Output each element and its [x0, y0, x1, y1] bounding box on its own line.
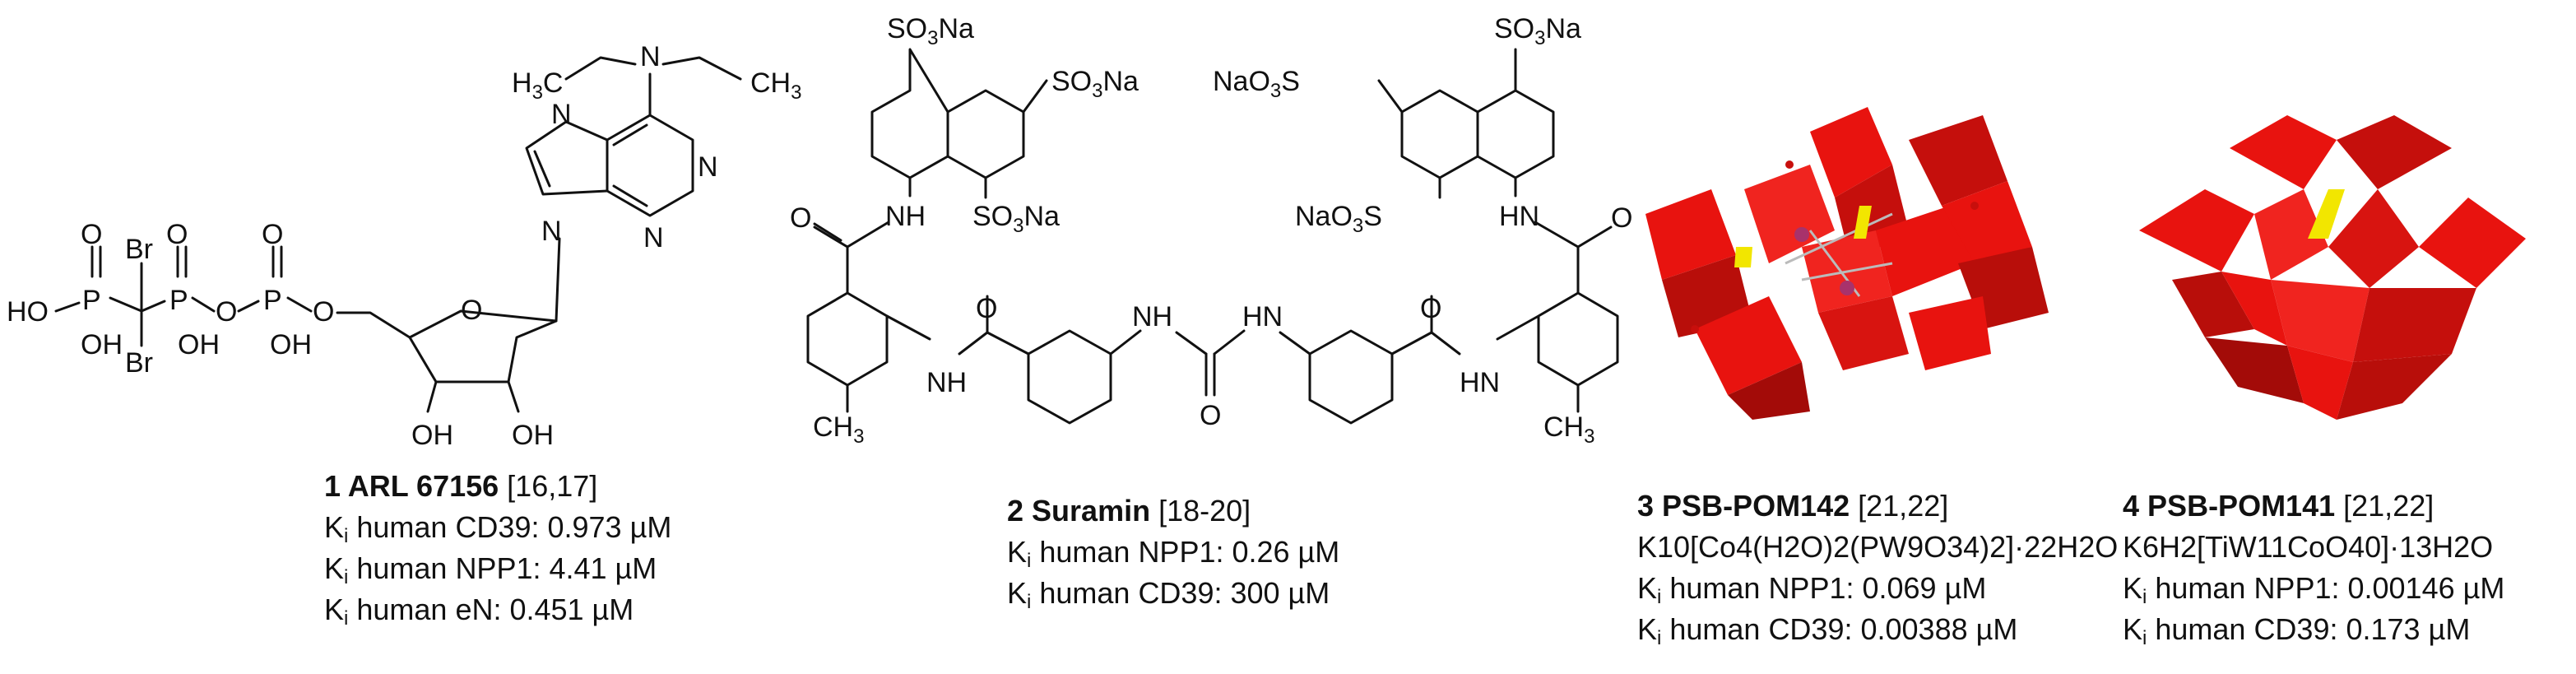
atom-nh-m1: NH [1132, 301, 1172, 332]
compound-number-3: 3 [1637, 489, 1655, 523]
compound-ref-2: [18-20] [1158, 494, 1251, 528]
structure-arl67156: H3C N CH3 N N N N O OH OH O P O OH O [7, 41, 801, 451]
structure-psb-pom142 [1645, 107, 2049, 420]
atom-p3: P [263, 285, 282, 316]
atom-o-ribose: O [461, 295, 482, 326]
atom-o-l2: O [976, 293, 997, 324]
atom-o-bridge-2: O [216, 296, 237, 328]
atom-n1: N [698, 151, 718, 183]
atom-o-r1: O [1611, 202, 1632, 234]
compound-ref-3: [21,22] [1858, 489, 1949, 523]
ki-line-1-1: Ki human CD39: 0.973 µM [324, 510, 672, 547]
ki-line-2-2: Ki human CD39: 300 µM [1007, 576, 1330, 613]
ki-line-1-3: Ki human eN: 0.451 µM [324, 593, 634, 630]
atom-o-p1: O [81, 219, 102, 250]
atom-hn-r2: HN [1460, 367, 1500, 398]
ki-line-1-2: Ki human NPP1: 4.41 µM [324, 551, 657, 588]
compound-formula-3: K10[Co4(H2O)2(PW9O34)2]·22H2O [1637, 530, 2119, 564]
atom-ch3: CH3 [750, 67, 801, 104]
compound-ref-4: [21,22] [2343, 489, 2434, 523]
compound-name-4: PSB-POM141 [2147, 489, 2336, 523]
atom-p1: P [82, 285, 101, 316]
compound-ref-1: [16,17] [507, 469, 598, 503]
atom-o-p2: O [166, 219, 188, 250]
atom-so3na-l1: SO3Na [887, 13, 974, 49]
caption-title-3: 3 PSB-POM142 [21,22] [1637, 486, 2118, 527]
atom-so3na-l2: SO3Na [1051, 66, 1139, 102]
caption-title-1: 1 ARL 67156 [16,17] [324, 466, 671, 507]
atom-nh-l2: NH [926, 367, 967, 398]
atom-hn-m2: HN [1242, 301, 1283, 332]
atom-o-urea: O [1200, 400, 1221, 431]
atom-o-r2: O [1420, 293, 1441, 324]
compound-formula-4: K6H2[TiW11CoO40]·13H2O [2123, 530, 2494, 564]
atom-o-p3: O [262, 219, 283, 250]
ki-line-2-1: Ki human NPP1: 0.26 µM [1007, 535, 1340, 572]
compound-name-2: Suramin [1032, 494, 1151, 528]
atom-hn-r1: HN [1499, 201, 1539, 232]
compound-number-2: 2 [1007, 494, 1024, 528]
atom-oh-p3: OH [270, 329, 312, 360]
compound-name-3: PSB-POM142 [1662, 489, 1850, 523]
caption-compound-4: 4 PSB-POM141 [21,22] K6H2[TiW11CoO40]·13… [2123, 486, 2504, 650]
atom-so3na-l3: SO3Na [972, 201, 1060, 237]
ki-line-4-2: Ki human CD39: 0.173 µM [2123, 612, 2471, 649]
atom-ch3-r: CH3 [1543, 411, 1594, 448]
caption-compound-3: 3 PSB-POM142 [21,22] K10[Co4(H2O)2(PW9O3… [1637, 486, 2118, 650]
atom-nh-l1: NH [885, 201, 926, 232]
atom-br-1: Br [125, 234, 153, 265]
caption-title-2: 2 Suramin [18-20] [1007, 490, 1339, 532]
atom-so3na-r1: SO3Na [1494, 13, 1581, 49]
atom-p2: P [169, 285, 188, 316]
compound-name-1: ARL 67156 [347, 469, 499, 503]
caption-compound-2: 2 Suramin [18-20] Ki human NPP1: 0.26 µM… [1007, 490, 1339, 614]
atom-oh-p2: OH [178, 329, 220, 360]
atom-br-2: Br [125, 347, 153, 379]
atom-n3: N [643, 222, 664, 253]
atom-nao3s-r3: NaO3S [1295, 201, 1382, 237]
caption-compound-1: 1 ARL 67156 [16,17] Ki human CD39: 0.973… [324, 466, 671, 630]
ki-line-3-1: Ki human NPP1: 0.069 µM [1637, 571, 1987, 608]
caption-title-4: 4 PSB-POM141 [21,22] [2123, 486, 2504, 527]
ki-line-4-1: Ki human NPP1: 0.00146 µM [2123, 571, 2505, 608]
atom-o-l1: O [790, 202, 811, 234]
atom-ho-p1: HO [7, 296, 49, 328]
compound-number-1: 1 [324, 469, 341, 503]
atom-n-amine: N [640, 41, 661, 72]
atom-n7: N [551, 99, 572, 130]
atom-nao3s-r2: NaO3S [1213, 66, 1300, 102]
atom-oh-p1: OH [81, 329, 123, 360]
atom-ch3-l: CH3 [813, 411, 864, 448]
atom-oh-2: OH [411, 420, 453, 451]
structure-psb-pom141 [2139, 115, 2526, 420]
ki-line-3-2: Ki human CD39: 0.00388 µM [1637, 612, 2018, 649]
atom-oh-3: OH [512, 420, 554, 451]
structure-suramin: SO3Na SO3Na SO3Na NH O NH CH3 O NH O HN … [790, 13, 1632, 448]
compound-number-4: 4 [2123, 489, 2140, 523]
atom-o-bridge-3: O [313, 296, 334, 328]
